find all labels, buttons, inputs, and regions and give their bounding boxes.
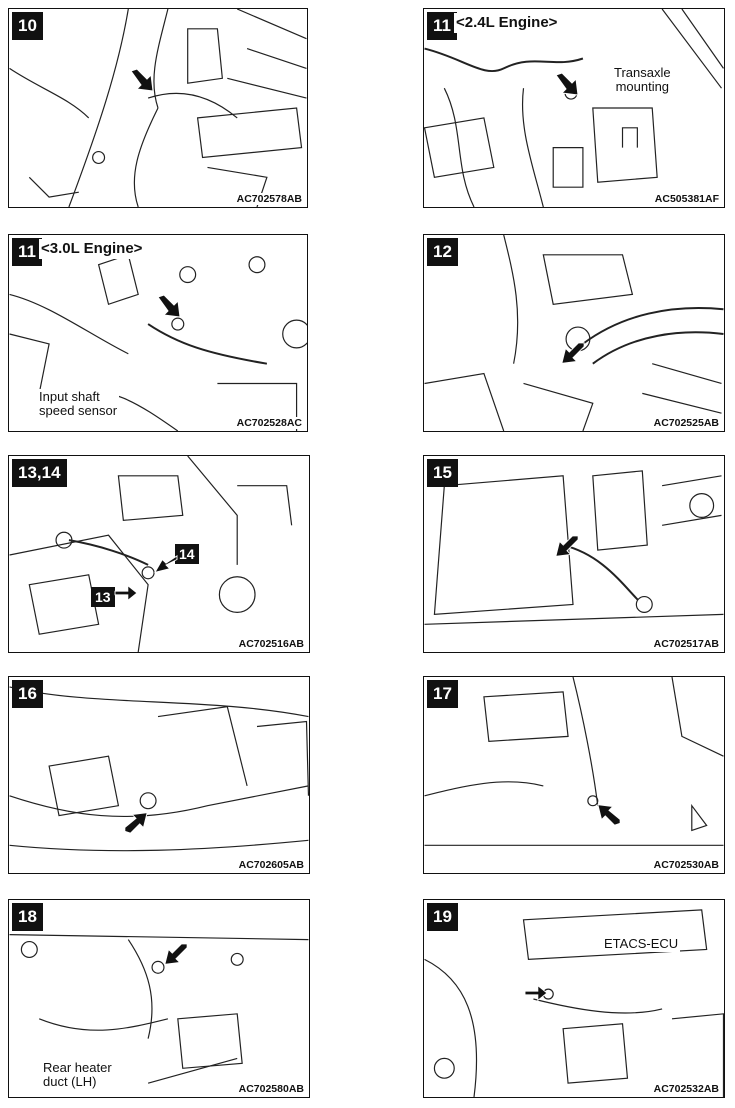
input-shaft-speed-sensor-label: Input shaft speed sensor (37, 389, 120, 419)
figure-panel-16: 16 AC702605AB (8, 676, 310, 874)
figure-code: AC702525AB (651, 417, 721, 429)
arrow-icon (561, 342, 585, 364)
arrow-icon (157, 294, 181, 318)
arrow-icon (597, 804, 621, 826)
figure-panel-11-2.4l: 11 <2.4L Engine> Transaxle mounting AC50… (423, 8, 725, 208)
figure-code: AC702605AB (236, 859, 306, 871)
figure-code: AC702532AB (651, 1083, 721, 1095)
figure-code: AC702578AB (234, 193, 304, 205)
illustration (424, 470, 724, 625)
step-number: 10 (12, 12, 43, 40)
rear-heater-duct-label: Rear heater duct (LH) (41, 1060, 114, 1090)
illustration (424, 677, 724, 846)
arrow-icon (124, 812, 148, 834)
figure-panel-19: 19 ETACS-ECU AC702532AB (423, 899, 725, 1098)
arrow-icon (555, 535, 579, 557)
figure-code: AC505381AF (652, 193, 721, 205)
step-number: 18 (12, 903, 43, 931)
step-number: 17 (427, 680, 458, 708)
illustration (424, 235, 724, 431)
step-number: 11 (427, 12, 457, 40)
step-number: 11 (12, 238, 42, 266)
figure-panel-15: 15 AC702517AB (423, 455, 725, 653)
callout-13: 13 (91, 587, 115, 607)
transaxle-mounting-label: Transaxle mounting (612, 65, 673, 95)
arrow-icon (524, 984, 548, 1002)
step-number: 16 (12, 680, 43, 708)
arrow-icon (130, 68, 154, 92)
arrow-icon (164, 943, 188, 965)
etacs-ecu-label: ETACS-ECU (602, 936, 681, 952)
step-number: 19 (427, 903, 458, 931)
figure-code: AC702516AB (236, 638, 306, 650)
figure-panel-18: 18 Rear heater duct (LH) AC702580AB (8, 899, 310, 1098)
figure-panel-13-14: 13,14 13 14 AC702516AB (8, 455, 310, 653)
figure-code: AC702530AB (651, 859, 721, 871)
figure-code: AC702528AC (234, 417, 304, 429)
illustration (9, 686, 309, 852)
figure-panel-17: 17 AC702530AB (423, 676, 725, 874)
illustration (9, 9, 307, 207)
figure-panel-11-3.0l: 11 <3.0L Engine> Input shaft speed senso… (8, 234, 308, 432)
engine-subtitle: <3.0L Engine> (39, 239, 145, 259)
step-number: 13,14 (12, 459, 67, 487)
callout-14: 14 (175, 544, 199, 564)
illustration (9, 254, 307, 431)
illustration (9, 934, 309, 1084)
figure-code: AC702517AB (651, 638, 721, 650)
engine-subtitle: <2.4L Engine> (454, 13, 560, 33)
figure-panel-12: 12 AC702525AB (423, 234, 725, 432)
illustration (9, 456, 293, 652)
figure-panel-10: 10 AC702578AB (8, 8, 308, 208)
arrow-icon (555, 72, 579, 96)
step-number: 15 (427, 459, 458, 487)
step-number: 12 (427, 238, 458, 266)
illustration (424, 9, 724, 207)
arrow-icon (114, 584, 138, 602)
illustration (424, 909, 724, 1097)
arrow-icon (154, 554, 178, 574)
figure-code: AC702580AB (236, 1083, 306, 1095)
